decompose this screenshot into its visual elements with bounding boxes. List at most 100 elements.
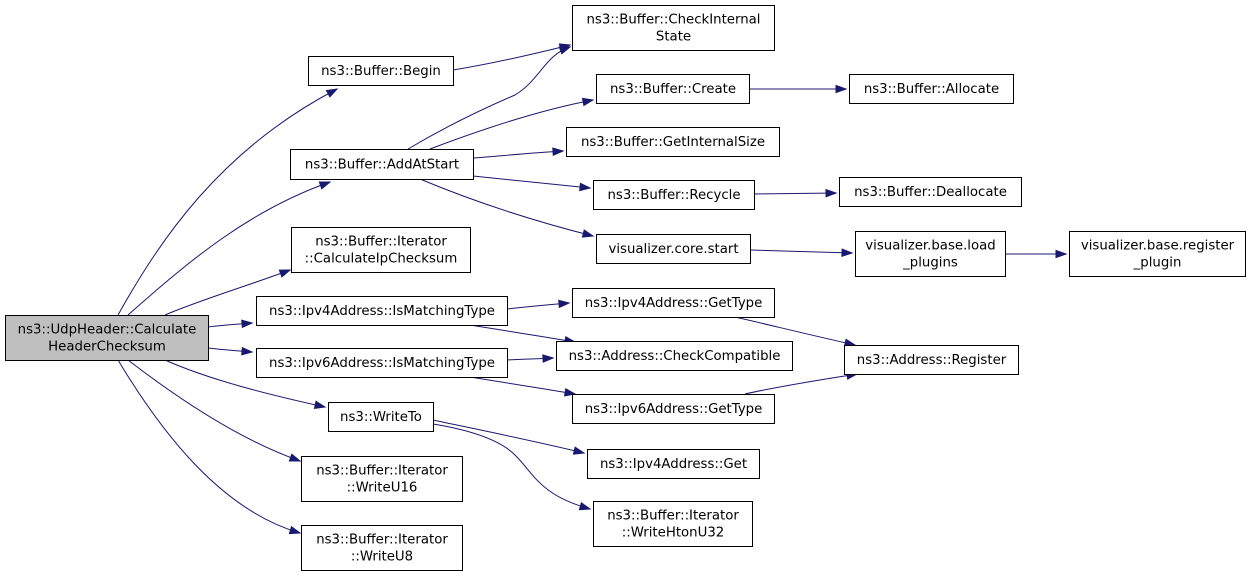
node-label: ::WriteU16	[347, 481, 418, 496]
edge-vizstart-to-vizload	[749, 248, 854, 258]
node-checkcompat[interactable]: ns3::Address::CheckCompatible	[556, 341, 793, 371]
node-label: ns3::Buffer::CheckInternal	[586, 13, 760, 28]
edge-ipv6gettype-to-register	[744, 371, 859, 395]
node-begin[interactable]: ns3::Buffer::Begin	[308, 56, 454, 86]
node-box	[849, 74, 1014, 104]
node-label: ns3::Buffer::Iterator	[315, 235, 447, 250]
edge-addatstart-to-create	[429, 97, 595, 150]
edge-line	[432, 419, 585, 454]
arrow-head	[581, 97, 595, 107]
node-box	[256, 348, 508, 378]
node-label: ns3::Buffer::Recycle	[607, 188, 740, 203]
node-label: ns3::Buffer::Iterator	[316, 533, 448, 548]
node-label: HeaderChecksum	[48, 340, 166, 355]
node-create[interactable]: ns3::Buffer::Create	[596, 74, 750, 104]
edge-root-to-calcip	[164, 269, 292, 316]
node-label: ns3::Buffer::Iterator	[607, 509, 739, 524]
node-box	[572, 5, 775, 51]
edge-writeto-to-writehton	[432, 423, 592, 511]
node-register[interactable]: ns3::Address::Register	[844, 345, 1019, 375]
edge-create-to-allocate	[749, 84, 848, 94]
node-label: ns3::Address::CheckCompatible	[569, 349, 781, 364]
arrow-head	[579, 182, 592, 192]
node-box	[301, 456, 463, 502]
node-ipv6gettype[interactable]: ns3::Ipv6Address::GetType	[572, 394, 775, 424]
node-label: visualizer.core.start	[608, 242, 738, 257]
node-ipv4get[interactable]: ns3::Ipv4Address::Get	[587, 449, 760, 479]
arrow-head	[558, 299, 571, 309]
node-label: ns3::Ipv4Address::IsMatchingType	[269, 304, 495, 319]
arrow-head	[581, 229, 595, 238]
arrow-head	[552, 147, 565, 156]
node-label: ::CalculateIpChecksum	[305, 252, 458, 267]
node-label: ns3::Buffer::AddAtStart	[305, 158, 459, 173]
node-label: ns3::Buffer::Begin	[321, 64, 441, 79]
node-label: ns3::Buffer::Allocate	[864, 82, 999, 97]
node-writeu16[interactable]: ns3::Buffer::Iterator::WriteU16	[301, 456, 463, 502]
arrow-head	[841, 248, 854, 258]
node-box	[572, 394, 775, 424]
node-ipv4gettype[interactable]: ns3::Ipv4Address::GetType	[572, 288, 775, 318]
edge-line	[117, 359, 301, 534]
edge-root-to-writeu16	[127, 359, 302, 462]
node-box	[566, 127, 780, 157]
node-box	[596, 74, 750, 104]
node-box	[301, 525, 463, 571]
arrow-head	[241, 346, 254, 356]
arrow-head	[825, 188, 838, 198]
node-recycle[interactable]: ns3::Buffer::Recycle	[593, 180, 755, 210]
edge-addatstart-to-recycle	[472, 175, 592, 192]
edge-root-to-writeu8	[117, 359, 302, 535]
edge-line	[164, 359, 326, 408]
edge-line	[432, 423, 591, 510]
edge-line	[127, 181, 331, 316]
node-label: ns3::Ipv6Address::IsMatchingType	[269, 356, 495, 371]
node-calcip[interactable]: ns3::Buffer::Iterator::CalculateIpChecks…	[291, 227, 471, 273]
node-box	[844, 345, 1019, 375]
arrow-head	[325, 88, 339, 98]
arrow-head	[572, 446, 586, 455]
node-label: visualizer.base.register	[1081, 239, 1235, 254]
arrow-head	[288, 525, 302, 535]
edge-line	[734, 316, 856, 346]
node-label: ::WriteU8	[351, 550, 413, 565]
edge-line	[469, 376, 576, 395]
edges-layer	[117, 43, 1068, 535]
node-box	[839, 177, 1022, 207]
node-addatstart[interactable]: ns3::Buffer::AddAtStart	[290, 149, 474, 180]
node-writehton[interactable]: ns3::Buffer::Iterator::WriteHtonU32	[593, 501, 753, 547]
node-label: ns3::Buffer::Iterator	[316, 464, 448, 479]
node-label: ns3::Buffer::Deallocate	[854, 185, 1007, 200]
arrow-head	[241, 319, 254, 329]
node-label: _plugin	[1133, 256, 1182, 271]
arrow-head	[558, 46, 572, 55]
node-writeu8[interactable]: ns3::Buffer::Iterator::WriteU8	[301, 525, 463, 571]
node-label: visualizer.base.load	[865, 239, 995, 254]
edge-line	[164, 269, 291, 316]
node-vizstart[interactable]: visualizer.core.start	[596, 234, 751, 264]
edge-root-to-writeto	[164, 359, 327, 409]
node-vizload[interactable]: visualizer.base.load_plugins	[855, 231, 1006, 277]
edge-ipv6match-to-ipv6gettype	[469, 376, 577, 397]
node-box	[593, 501, 753, 547]
node-allocate[interactable]: ns3::Buffer::Allocate	[849, 74, 1014, 104]
arrow-head	[542, 354, 555, 363]
edge-ipv6match-to-checkcompat	[506, 354, 555, 363]
node-label: ns3::Ipv6Address::GetType	[585, 402, 763, 417]
edge-addatstart-to-vizstart	[419, 178, 595, 238]
edge-line	[469, 324, 576, 343]
node-ipv6match[interactable]: ns3::Ipv6Address::IsMatchingType	[256, 348, 508, 378]
node-box	[855, 231, 1006, 277]
arrow-head	[578, 501, 592, 511]
node-deallocate[interactable]: ns3::Buffer::Deallocate	[839, 177, 1022, 207]
node-vizregister[interactable]: visualizer.base.register _plugin	[1069, 231, 1246, 277]
node-ipv4match[interactable]: ns3::Ipv4Address::IsMatchingType	[256, 296, 508, 326]
node-getinternalsize[interactable]: ns3::Buffer::GetInternalSize	[566, 127, 780, 157]
node-label: State	[656, 30, 691, 45]
node-box	[290, 149, 474, 180]
edge-addatstart-to-checkinternal	[407, 46, 572, 150]
node-writeto[interactable]: ns3::WriteTo	[328, 402, 434, 432]
